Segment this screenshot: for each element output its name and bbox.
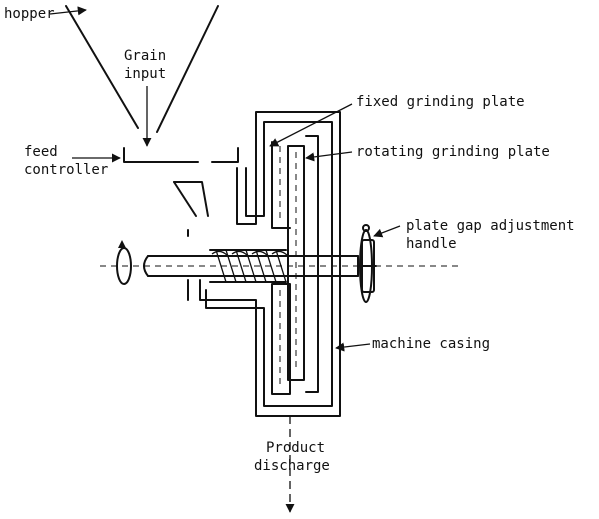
machine-casing xyxy=(187,111,341,417)
label-grain-input-line2: input xyxy=(124,66,166,82)
hopper-leader xyxy=(49,6,87,16)
label-rotating-plate: rotating grinding plate xyxy=(356,144,550,160)
inlet-chute xyxy=(173,181,209,217)
fixed-grinding-plate xyxy=(271,141,291,395)
label-fixed-plate: fixed grinding plate xyxy=(356,94,525,110)
rotating-plate-leader xyxy=(305,151,353,162)
hopper-funnel xyxy=(65,5,219,133)
casing-inner-wall xyxy=(305,135,319,393)
label-feed-line2: controller xyxy=(24,162,108,178)
label-discharge-line1: Product xyxy=(266,440,325,456)
feed-controller xyxy=(123,147,239,163)
screw-conveyor xyxy=(209,249,289,283)
rotating-grinding-plate xyxy=(287,145,305,381)
label-gap-line1: plate gap adjustment xyxy=(406,218,575,234)
gap-adjustment-handwheel xyxy=(359,224,377,303)
fixed-plate-leader xyxy=(269,103,353,147)
label-casing: machine casing xyxy=(372,336,490,352)
label-feed-line1: feed xyxy=(24,144,58,160)
label-grain-input-line1: Grain xyxy=(124,48,166,64)
casing-leader xyxy=(335,342,371,352)
label-gap-line2: handle xyxy=(406,236,457,252)
gap-handle-leader xyxy=(373,225,401,238)
label-discharge-line2: discharge xyxy=(254,458,330,474)
rotation-arrow-icon xyxy=(116,240,132,285)
label-hopper: hopper xyxy=(4,6,55,22)
